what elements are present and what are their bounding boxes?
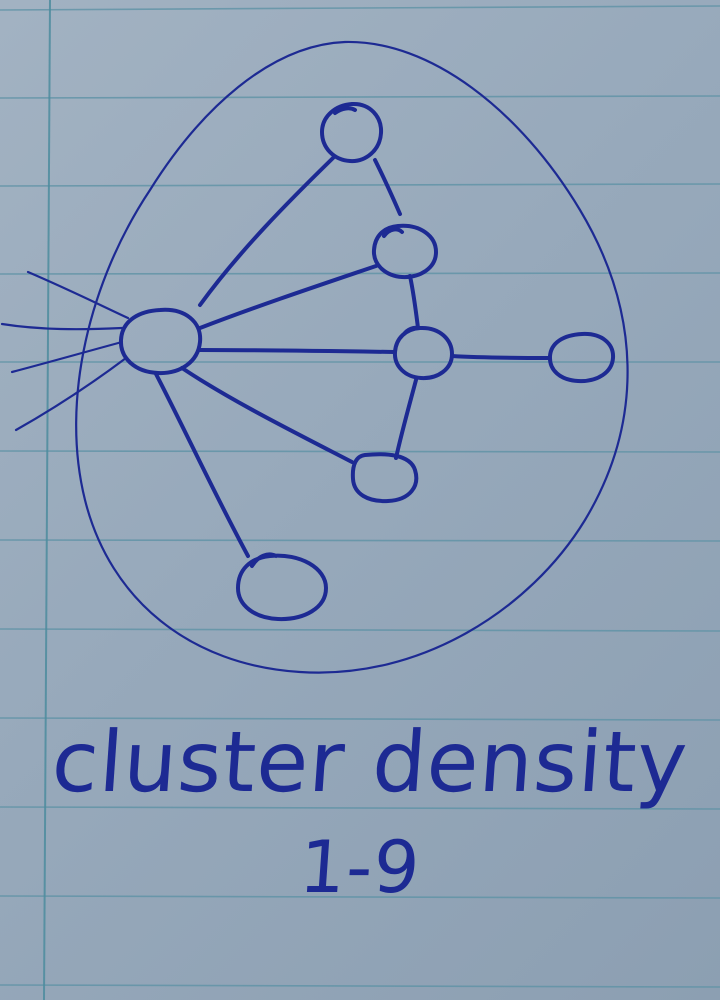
external-link — [14, 356, 128, 432]
rule-line — [0, 450, 720, 453]
rule-line — [0, 717, 720, 721]
rule-line — [0, 539, 720, 542]
diagram-caption-title: cluster density — [48, 713, 692, 811]
external-link — [0, 322, 124, 331]
rule-line — [0, 183, 720, 187]
rule-line — [0, 806, 720, 810]
rule-line — [0, 5, 720, 11]
external-links — [0, 270, 130, 432]
rule-line — [0, 895, 720, 899]
node-upper-mid — [371, 223, 438, 280]
margin-line — [43, 0, 51, 1000]
nodes — [119, 101, 616, 622]
node-hub — [119, 307, 203, 376]
rule-line — [0, 95, 720, 99]
cluster-boundary — [75, 40, 629, 674]
edges — [154, 156, 552, 558]
external-link — [10, 340, 124, 374]
rule-line — [0, 628, 720, 632]
diagram-caption-range: 1-9 — [296, 825, 424, 909]
edge-hub-lower-mid — [180, 366, 354, 464]
ruled-lines — [0, 5, 720, 988]
rule-line — [0, 984, 720, 988]
node-center-right — [392, 325, 454, 381]
edge-hub-upper-mid — [198, 264, 378, 330]
edge-upper-mid-center-right — [408, 274, 420, 330]
edge-center-right-lower-mid — [394, 378, 418, 460]
edge-hub-center-right — [198, 348, 396, 354]
edge-center-right-far-right — [450, 354, 552, 360]
edge-hub-top — [198, 156, 335, 307]
node-lower-mid — [350, 452, 419, 504]
edge-hub-bottom — [154, 372, 250, 558]
edge-top-upper-mid — [373, 158, 402, 216]
node-bottom — [236, 552, 328, 622]
external-link — [26, 270, 130, 320]
node-top — [320, 101, 384, 164]
node-far-right — [547, 331, 616, 384]
